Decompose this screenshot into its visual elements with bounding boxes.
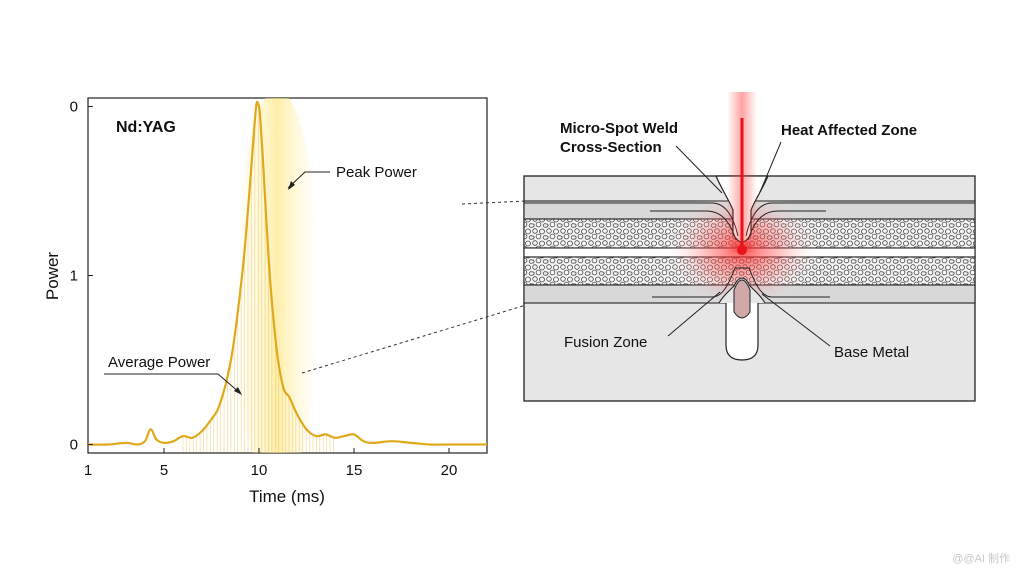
haz-leader: [759, 141, 782, 193]
y-tick-label: 0: [70, 437, 78, 454]
average-power-arrowhead: [234, 387, 242, 395]
connector-upper: [461, 200, 527, 205]
x-tick-label: 10: [251, 462, 268, 479]
peak-power-label: Peak Power: [336, 164, 417, 181]
fusion-zone-leader: [667, 291, 721, 337]
average-power-leader: [104, 373, 241, 394]
micro-spot-weld-label-2: Cross-Section: [560, 139, 662, 156]
x-tick-label: 15: [346, 462, 363, 479]
fusion-core: [733, 279, 751, 319]
peak-power-leader: [287, 171, 330, 189]
chart-title: Nd:YAG: [116, 119, 176, 136]
laser-focal-point: [737, 245, 747, 255]
weld-root-protrusion: [725, 303, 759, 361]
base-metal-label: Base Metal: [834, 344, 909, 361]
x-tick-label: 20: [441, 462, 458, 479]
pulse-glow: [235, 98, 319, 453]
micro-spot-leader: [675, 145, 723, 194]
pulse-hatch: [182, 104, 334, 453]
heat-affected-zone-label: Heat Affected Zone: [781, 122, 917, 139]
watermark: @@AI 制作: [952, 552, 1010, 565]
x-axis-title: Time (ms): [249, 487, 325, 506]
y-axis-title: Power: [43, 252, 62, 301]
weld-nugget-bottom: [652, 267, 830, 298]
x-tick-label: 5: [160, 462, 168, 479]
x-tick-label: 1: [84, 462, 92, 479]
micro-spot-weld-label-1: Micro-Spot Weld: [560, 120, 678, 137]
average-power-label: Average Power: [108, 354, 210, 371]
y-tick-label: 1: [70, 268, 78, 285]
y-tick-label: 0: [70, 98, 78, 115]
fusion-zone-label: Fusion Zone: [564, 334, 647, 351]
peak-power-arrowhead: [288, 181, 295, 190]
y-axis-ticks: 0 1 0: [70, 98, 93, 454]
power-trace: [88, 100, 487, 446]
base-metal-leader: [761, 293, 831, 347]
weld-cross-section: Micro-Spot Weld Cross-Section Heat Affec…: [523, 92, 976, 402]
